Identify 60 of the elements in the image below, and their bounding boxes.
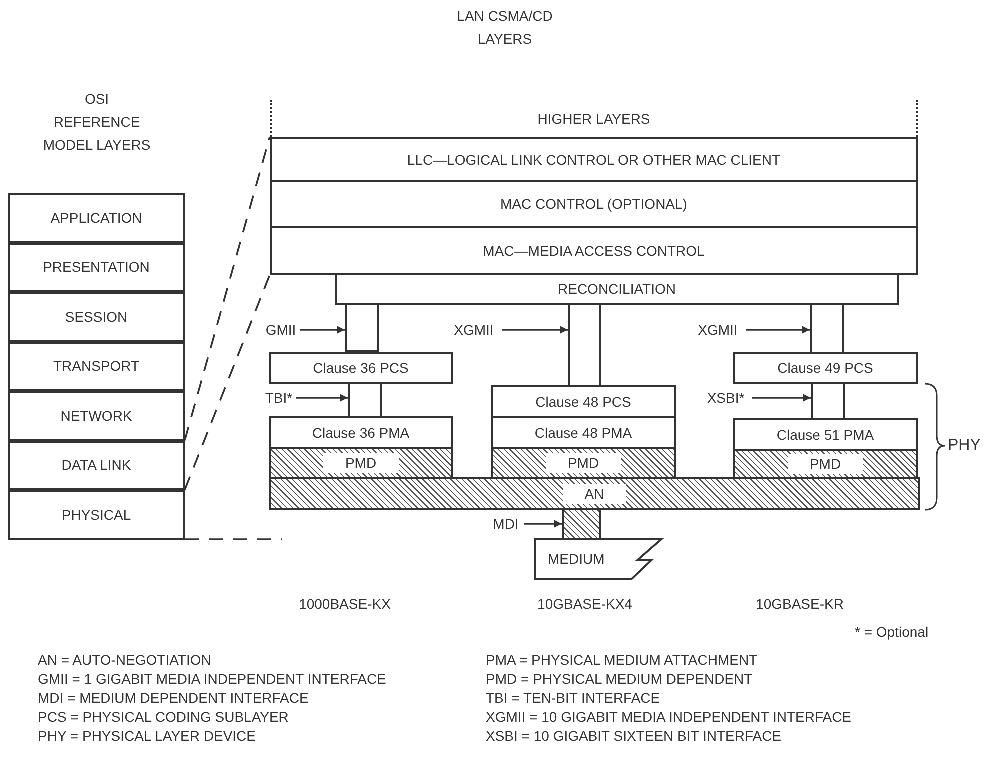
medium-shape: MEDIUM: [534, 538, 664, 580]
dashed-line: [184, 274, 271, 490]
interface-label: GMII: [262, 320, 300, 340]
layer-box: NETWORK: [8, 391, 185, 440]
layer-box: Clause 48 PCS: [491, 385, 676, 418]
channel-bar: [568, 303, 601, 387]
definition: MDI = MEDIUM DEPENDENT INTERFACE: [38, 690, 309, 706]
arrow: [524, 520, 562, 528]
sublayer-box: PMD: [491, 447, 676, 479]
definition: PMA = PHYSICAL MEDIUM ATTACHMENT: [486, 652, 758, 668]
channel-bar: [348, 382, 382, 418]
interface-label: TBI*: [262, 388, 296, 408]
definition: XGMII = 10 GIGABIT MEDIA INDEPENDENT INTERFACE: [486, 709, 852, 725]
channel-bar: [345, 303, 379, 352]
column-caption: 10GBASE-KX4: [538, 596, 632, 612]
layer-box: RECONCILIATION: [335, 273, 899, 305]
column-caption: 10GBASE-KR: [756, 596, 844, 612]
channel-bar: [810, 303, 844, 354]
layer-box: LLC—LOGICAL LINK CONTROL OR OTHER MAC CLIENT: [270, 137, 918, 182]
sublayer-box: AN: [269, 477, 920, 510]
arrow: [502, 326, 568, 334]
dashed-line: [185, 538, 282, 540]
layer-heading: LAN CSMA/CD LAYERS: [456, 7, 554, 49]
layer-box: MAC—MEDIA ACCESS CONTROL: [270, 226, 918, 275]
hatched-bar: [562, 508, 601, 540]
layer-box: DATA LINK: [8, 440, 185, 490]
definition: PMD = PHYSICAL MEDIUM DEPENDENT: [486, 671, 753, 687]
layer-box: Clause 36 PCS: [269, 352, 453, 384]
layer-box: PHYSICAL: [8, 490, 185, 540]
definition: AN = AUTO-NEGOTIATION: [38, 652, 212, 668]
sublayer-box: PMD: [269, 447, 453, 479]
sublayer-box: PMD: [733, 449, 918, 479]
column-caption: 1000BASE-KX: [299, 596, 391, 612]
layer-box: Clause 49 PCS: [733, 352, 918, 384]
layer-box: PRESENTATION: [8, 242, 185, 292]
layer-box: Clause 51 PMA: [733, 418, 918, 451]
layer-box: Clause 36 PMA: [269, 416, 453, 449]
arrow: [752, 394, 811, 402]
arrow: [296, 394, 348, 402]
layer-heading: OSI REFERENCE MODEL LAYERS: [42, 90, 152, 155]
channel-bar: [811, 382, 845, 420]
interface-label: XSBI*: [700, 388, 752, 408]
layer-box: TRANSPORT: [8, 342, 185, 391]
interface-label: XGMII: [446, 320, 502, 340]
brace-label: PHY: [948, 437, 981, 455]
arrow: [746, 326, 810, 334]
layer-box: Clause 48 PMA: [491, 416, 676, 449]
layer-box: MAC CONTROL (OPTIONAL): [270, 180, 918, 228]
definition: TBI = TEN-BIT INTERFACE: [486, 690, 660, 706]
definition: PHY = PHYSICAL LAYER DEVICE: [38, 728, 256, 744]
definition: XSBI = 10 GIGABIT SIXTEEN BIT INTERFACE: [486, 728, 782, 744]
interface-label: MDI: [488, 514, 524, 534]
definition: PCS = PHYSICAL CODING SUBLAYER: [38, 709, 289, 725]
interface-label: XGMII: [690, 320, 746, 340]
definition: GMII = 1 GIGABIT MEDIA INDEPENDENT INTERFACE: [38, 671, 386, 687]
dashed-line: [184, 136, 271, 441]
layer-box: APPLICATION: [8, 193, 185, 242]
arrow: [300, 326, 345, 334]
layer-box: SESSION: [8, 292, 185, 342]
footnote: * = Optional: [855, 624, 929, 640]
